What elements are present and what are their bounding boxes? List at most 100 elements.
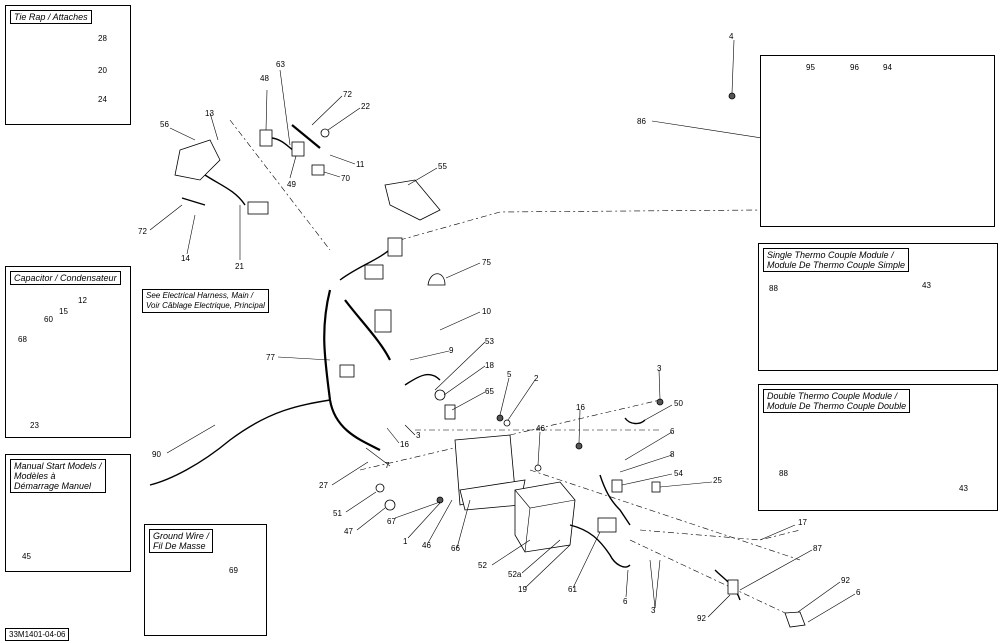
wire-21 xyxy=(204,174,246,206)
callout-14: 14 xyxy=(181,254,190,263)
harness-connector-3 xyxy=(374,309,392,333)
callout-22: 22 xyxy=(361,102,370,111)
part-54 xyxy=(611,479,623,493)
part-25 xyxy=(651,481,661,493)
callout-10: 10 xyxy=(482,307,491,316)
fastener-46 xyxy=(534,464,542,472)
callout-single-43: 43 xyxy=(922,281,931,290)
fastener-4 xyxy=(728,92,736,100)
callout-66: 66 xyxy=(451,544,460,553)
callout-92b: 92 xyxy=(697,614,706,623)
callout-gauge-95: 95 xyxy=(806,63,815,72)
main-harness-wire xyxy=(323,289,381,451)
callout-11: 11 xyxy=(356,160,365,169)
part-18 xyxy=(434,389,446,401)
callout-cap-23: 23 xyxy=(30,421,39,430)
callout-6b: 6 xyxy=(623,597,628,606)
callout-72b: 72 xyxy=(138,227,147,236)
connector-line-17 xyxy=(639,529,801,541)
ring-22 xyxy=(320,128,330,138)
harness-connector-4 xyxy=(339,364,355,378)
washer-47 xyxy=(384,499,396,511)
part-75 xyxy=(427,273,446,286)
part-48 xyxy=(259,129,273,147)
callout-18: 18 xyxy=(485,361,494,370)
callout-27: 27 xyxy=(319,481,328,490)
callout-46b: 46 xyxy=(422,541,431,550)
fastener-51 xyxy=(375,483,385,493)
inset-ground-wire: Ground Wire / Fil De Masse xyxy=(144,524,267,636)
callout-67: 67 xyxy=(387,517,396,526)
callout-54: 54 xyxy=(674,469,683,478)
sensor-92 xyxy=(727,579,739,595)
battery-52 xyxy=(514,481,576,553)
callout-87: 87 xyxy=(813,544,822,553)
callout-61: 61 xyxy=(568,585,577,594)
inset-manual-start-title: Manual Start Models / Modèles à Démarrag… xyxy=(10,459,106,493)
callout-46a: 46 xyxy=(536,424,545,433)
callout-53: 53 xyxy=(485,337,494,346)
callout-77: 77 xyxy=(266,353,275,362)
callout-52a: 52a xyxy=(508,570,522,579)
callout-16a: 16 xyxy=(576,403,585,412)
tube-72 xyxy=(291,124,321,149)
harness-wire-90 xyxy=(149,399,331,486)
inset-double-thermo-title: Double Thermo Couple Module / Module De … xyxy=(763,389,911,413)
callout-tie-24: 24 xyxy=(98,95,107,104)
leader-lines xyxy=(29,39,959,623)
battery-edges xyxy=(514,489,576,553)
callout-double-88: 88 xyxy=(779,469,788,478)
part-50 xyxy=(624,417,646,425)
callout-6a: 6 xyxy=(670,427,675,436)
callout-3a: 3 xyxy=(657,364,662,373)
inset-single-thermo-title: Single Thermo Couple Module / Module De … xyxy=(763,248,910,272)
callout-2: 2 xyxy=(534,374,539,383)
callout-25: 25 xyxy=(713,476,722,485)
callout-gauge-4: 4 xyxy=(729,32,734,41)
fastener-5 xyxy=(496,414,504,422)
part-65 xyxy=(444,404,456,420)
callout-cap-15: 15 xyxy=(59,307,68,316)
callout-6c: 6 xyxy=(856,588,861,597)
callout-21: 21 xyxy=(235,262,244,271)
callout-3b: 3 xyxy=(416,431,421,440)
inset-capacitor: Capacitor / Condensateur xyxy=(5,266,131,438)
part-56 xyxy=(174,139,221,181)
part-49 xyxy=(291,141,305,157)
fastener-3 xyxy=(656,398,664,406)
callout-double-43: 43 xyxy=(959,484,968,493)
callout-ground-69: 69 xyxy=(229,566,238,575)
harness-connector xyxy=(387,237,403,257)
callout-tie-28: 28 xyxy=(98,34,107,43)
callout-17: 17 xyxy=(798,518,807,527)
callout-manual-45: 45 xyxy=(22,552,31,561)
callout-72a: 72 xyxy=(343,90,352,99)
inset-tie-rap-title: Tie Rap / Attaches xyxy=(10,10,92,24)
callout-92a: 92 xyxy=(841,576,850,585)
inset-single-thermo: Single Thermo Couple Module / Module De … xyxy=(758,243,998,371)
fastener-16 xyxy=(575,442,583,450)
wire-6 xyxy=(599,474,631,526)
callout-49: 49 xyxy=(287,180,296,189)
inset-manual-start: Manual Start Models / Modèles à Démarrag… xyxy=(5,454,131,572)
callout-cap-60: 60 xyxy=(44,315,53,324)
harness-note: See Electrical Harness, Main / Voir Câbl… xyxy=(142,289,269,313)
callout-7: 7 xyxy=(385,461,390,470)
inset-capacitor-title: Capacitor / Condensateur xyxy=(10,271,121,285)
wire-53 xyxy=(404,373,441,386)
solenoid-61 xyxy=(597,517,617,533)
part-92b xyxy=(784,611,806,628)
callout-75: 75 xyxy=(482,258,491,267)
callout-48: 48 xyxy=(260,74,269,83)
fastener-2 xyxy=(503,419,511,427)
part-70 xyxy=(311,164,325,176)
callout-51: 51 xyxy=(333,509,342,518)
callout-gauge-96: 96 xyxy=(850,63,859,72)
callout-cap-68: 68 xyxy=(18,335,27,344)
callout-tie-20: 20 xyxy=(98,66,107,75)
connector-line-mid xyxy=(529,469,801,561)
callout-65: 65 xyxy=(485,387,494,396)
callout-3c: 3 xyxy=(651,606,656,615)
drawing-reference: 33M1401-04-06 xyxy=(5,628,70,641)
callout-70: 70 xyxy=(341,174,350,183)
